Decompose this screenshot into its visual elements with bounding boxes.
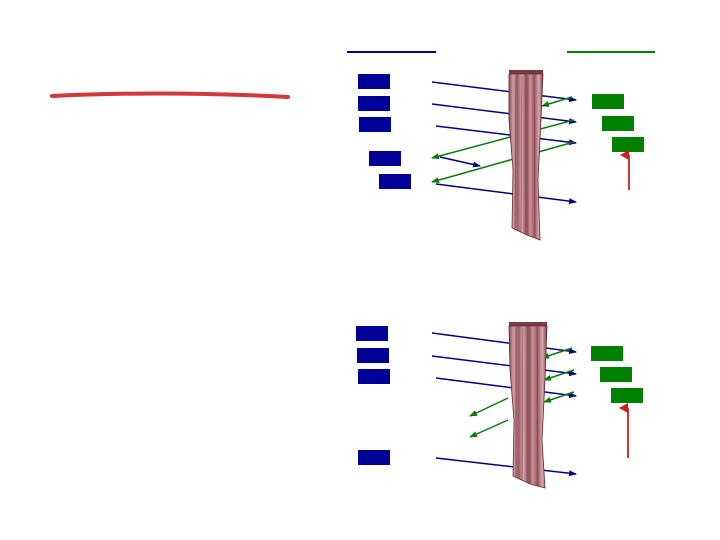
ack-arrow [432, 142, 574, 182]
bottom-diagram [356, 322, 643, 488]
data-arrow [432, 104, 576, 122]
curtain-icon [509, 322, 547, 488]
receiver-packet [611, 388, 643, 403]
data-arrow [432, 82, 576, 100]
ack-arrow [432, 120, 574, 158]
curtain-icon [509, 70, 543, 240]
top-diagram [358, 70, 644, 240]
sender-packet [369, 151, 401, 166]
sender-packet [358, 96, 390, 111]
data-arrow [436, 378, 576, 396]
sender-packet [358, 74, 390, 89]
sender-packet [357, 348, 389, 363]
data-arrow [432, 333, 576, 352]
receiver-packet [612, 137, 644, 152]
sender-packet [358, 450, 390, 465]
data-arrow [436, 184, 576, 202]
data-arrow [440, 157, 480, 166]
sender-packet [359, 117, 391, 132]
title-stroke [52, 94, 288, 98]
sender-packet [358, 369, 390, 384]
data-arrow [436, 126, 576, 143]
ack-arrow [470, 398, 508, 416]
receiver-packet [592, 94, 624, 109]
receiver-packet [602, 116, 634, 131]
ack-arrow [470, 420, 508, 437]
receiver-packet [591, 346, 623, 361]
data-arrow [436, 458, 576, 474]
sender-packet [356, 326, 388, 341]
receiver-packet [600, 367, 632, 382]
data-arrow [432, 356, 576, 374]
sender-packet [379, 174, 411, 189]
